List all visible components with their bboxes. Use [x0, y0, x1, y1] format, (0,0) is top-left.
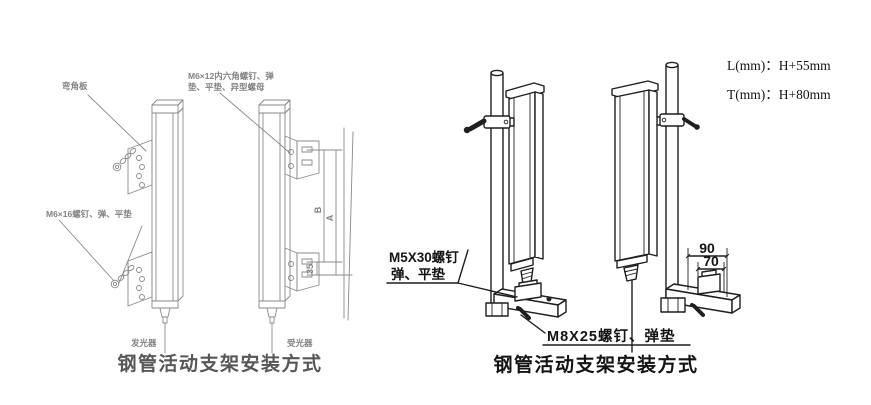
- pole-right: [665, 61, 679, 299]
- dimension-lines: [306, 127, 354, 321]
- left-figure: 弯角板 M6×12内六角螺钉、弹 垫、平垫、异型螺母 M6×16螺钉、弹、平垫 …: [46, 71, 354, 375]
- pole-assembly-right: [611, 61, 741, 353]
- receiver-brackets-drawing: [284, 135, 320, 292]
- m6x12-label-line2: 垫、平垫、异型螺母: [188, 82, 265, 92]
- m8x25-label: M8X25螺钉、弹垫: [547, 327, 675, 345]
- dim-b-label: B: [313, 206, 323, 213]
- receiver-bar-drawing: [258, 99, 291, 354]
- arm-screw-left: [518, 307, 531, 320]
- clamp-handle-left: [467, 118, 487, 132]
- base-arm-left: [485, 279, 567, 320]
- spec-t: T(mm)：H+80mm: [727, 87, 831, 102]
- emitter-brackets-drawing: [110, 139, 153, 307]
- pole-assembly-left: [463, 69, 567, 320]
- bar-left: [505, 82, 545, 285]
- arm-screw-right: [692, 304, 705, 317]
- leader-lines-right: [386, 249, 691, 346]
- emitter-label: 发光器: [130, 338, 157, 348]
- right-figure: L(mm)：H+55mm T(mm)：H+80mm M5X30螺钉 弹、平垫 M…: [386, 58, 831, 376]
- base-arm-right: [660, 269, 741, 317]
- dim-35-label: 35: [305, 264, 315, 274]
- dim-70-label: 70: [703, 253, 719, 269]
- left-figure-caption: 钢管活动支架安装方式: [117, 352, 322, 375]
- m6x12-label-line1: M6×12内六角螺钉、弹: [188, 71, 274, 81]
- clamp-right: [656, 113, 700, 130]
- receiver-label: 受光器: [287, 338, 313, 348]
- clamp-left: [463, 115, 515, 134]
- angle-plate-label: 弯角板: [62, 81, 88, 91]
- right-figure-caption: 钢管活动支架安装方式: [493, 353, 698, 376]
- dim-a-label: A: [325, 214, 335, 221]
- m5x30-label-line2: 弹、平垫: [391, 266, 445, 282]
- leader-lines-left: [58, 92, 291, 284]
- m5x30-label-line1: M5X30螺钉: [389, 249, 459, 265]
- spec-l: L(mm)：H+55mm: [727, 58, 831, 73]
- clamp-handle-right: [682, 117, 697, 128]
- pole-left: [490, 69, 504, 304]
- dimension-lines-right: [685, 248, 730, 297]
- bar-right: [611, 80, 659, 353]
- emitter-bar-drawing: [151, 99, 184, 354]
- m6x16-label: M6×16螺钉、弹、平垫: [46, 209, 132, 219]
- dim-90-label: 90: [699, 240, 715, 256]
